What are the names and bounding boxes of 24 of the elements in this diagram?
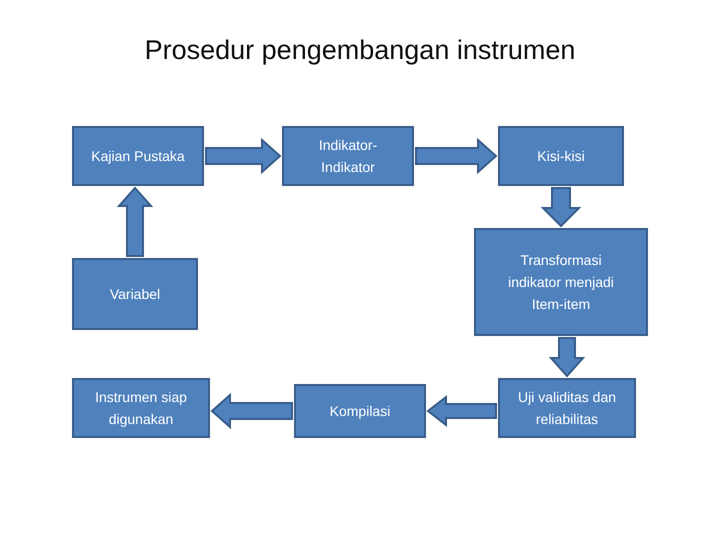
block-arrow: [116, 186, 154, 257]
title: Prosedur pengembangan instrumen: [144, 34, 576, 67]
block-arrow: [210, 392, 293, 430]
block-arrow: [548, 337, 586, 378]
box-label: Kisi-kisi: [537, 147, 585, 166]
process-box: [72, 258, 198, 330]
box-label: Transformasi indikator menjadi Item-item: [507, 251, 615, 314]
box-label: Variabel: [110, 285, 160, 304]
process-box: [474, 228, 648, 336]
box-label: Indikator-Indikator: [318, 136, 378, 177]
box-label: Uji validitas dan reliabilitas: [516, 388, 618, 429]
process-box: [72, 378, 210, 438]
box-label: Instrumen siap digunakan: [94, 388, 188, 429]
process-box: [294, 384, 426, 438]
process-box: [72, 126, 204, 186]
block-arrow: [426, 394, 497, 428]
block-arrow: [415, 138, 498, 174]
process-box: [498, 378, 636, 438]
box-label: Kajian Pustaka: [91, 147, 185, 166]
process-box: [498, 126, 624, 186]
block-arrow: [205, 138, 282, 174]
process-box: [282, 126, 414, 186]
box-label: Kompilasi: [330, 402, 390, 421]
block-arrow: [540, 187, 582, 228]
